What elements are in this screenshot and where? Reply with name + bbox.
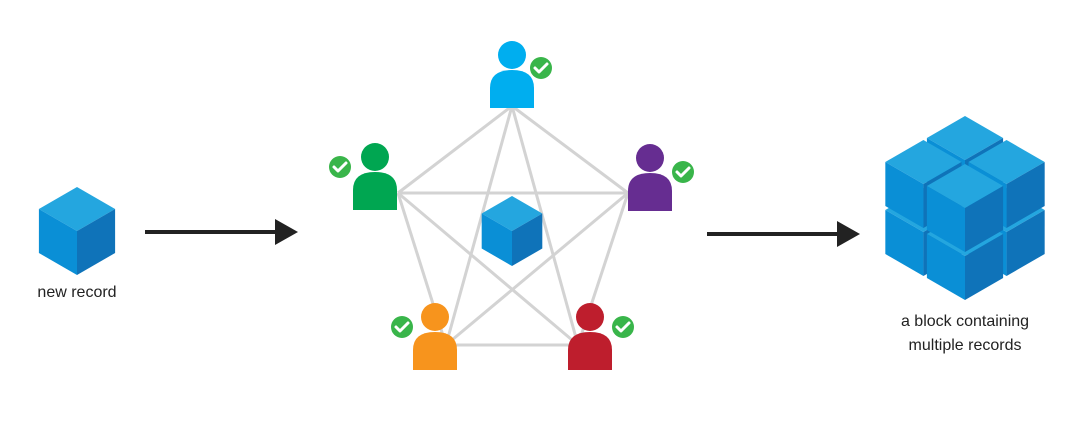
cube-right-face bbox=[77, 209, 116, 275]
cube-left-face bbox=[926, 186, 965, 252]
check-mark bbox=[675, 166, 691, 178]
network-edge bbox=[397, 104, 513, 195]
check-icon bbox=[528, 55, 554, 81]
network-edge bbox=[510, 105, 580, 346]
cube-left-face bbox=[885, 162, 924, 228]
network-edges bbox=[396, 104, 630, 347]
cube-right-face bbox=[1006, 162, 1045, 228]
network-edge bbox=[445, 191, 629, 347]
check-mark bbox=[332, 161, 348, 173]
cube-left-face bbox=[926, 234, 965, 300]
check-mark bbox=[533, 62, 549, 74]
network-edge bbox=[444, 105, 514, 346]
user-bottom-left bbox=[389, 303, 457, 370]
check-icon bbox=[389, 314, 415, 340]
arrowhead-icon bbox=[837, 221, 860, 247]
cube-top-face bbox=[38, 187, 116, 231]
user-head-icon bbox=[636, 144, 664, 172]
user-top bbox=[490, 41, 554, 108]
cube-right-face bbox=[965, 234, 1004, 300]
check-mark bbox=[394, 321, 410, 333]
cube-left-face bbox=[38, 209, 77, 275]
check-mark bbox=[615, 321, 631, 333]
user-head-icon bbox=[361, 143, 389, 171]
block-of-records bbox=[885, 116, 1045, 300]
arrows bbox=[145, 219, 860, 247]
user-head-icon bbox=[576, 303, 604, 331]
user-head-icon bbox=[421, 303, 449, 331]
cube-left-face bbox=[481, 213, 512, 266]
user-body-icon bbox=[628, 173, 672, 211]
user-body-icon bbox=[490, 70, 534, 108]
cube-right-face bbox=[1006, 210, 1045, 276]
network-edge bbox=[397, 191, 579, 347]
user-left bbox=[327, 143, 397, 210]
user-right bbox=[628, 144, 696, 211]
arrowhead-icon bbox=[275, 219, 298, 245]
cube-right-face bbox=[965, 186, 1004, 252]
new-record-label: new record bbox=[37, 284, 117, 301]
cube-icon bbox=[38, 187, 116, 275]
user-body-icon bbox=[413, 332, 457, 370]
check-icon bbox=[610, 314, 636, 340]
user-bottom-right bbox=[568, 303, 636, 370]
block-label-line1: a block containing bbox=[900, 313, 1030, 330]
block-label-line2: multiple records bbox=[908, 337, 1022, 354]
cubes bbox=[38, 116, 1045, 300]
user-body-icon bbox=[568, 332, 612, 370]
users bbox=[327, 41, 696, 370]
check-icon bbox=[327, 154, 353, 180]
user-head-icon bbox=[498, 41, 526, 69]
cube-right-face bbox=[512, 213, 543, 266]
cube-left-face bbox=[885, 210, 924, 276]
user-body-icon bbox=[353, 172, 397, 210]
cube-icon bbox=[926, 164, 1004, 252]
check-icon bbox=[670, 159, 696, 185]
network-edge bbox=[511, 104, 629, 195]
cube-icon bbox=[481, 196, 543, 266]
